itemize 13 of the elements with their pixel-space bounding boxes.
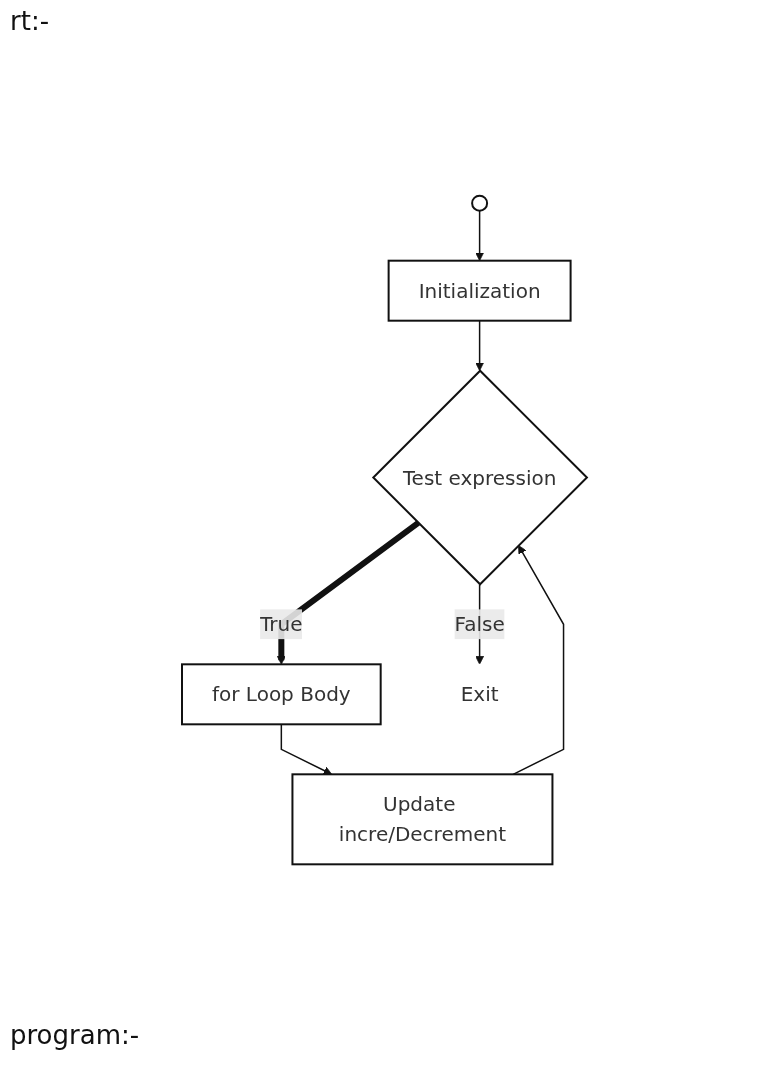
section-heading: rt:- <box>10 6 50 36</box>
node-circle <box>470 194 488 212</box>
edge-label: True <box>259 612 303 637</box>
edge-label: False <box>454 612 505 637</box>
section-heading: program:- <box>10 1020 140 1050</box>
node-box: Update incre/Decrement <box>290 773 553 866</box>
arrow <box>474 319 484 372</box>
arrow <box>280 723 332 775</box>
node-diamond: Test expression <box>371 369 588 586</box>
node-box: Initialization <box>387 259 572 322</box>
arrow <box>474 209 484 262</box>
node-text: Exit <box>460 682 499 707</box>
node-box: for Loop Body <box>180 663 382 726</box>
